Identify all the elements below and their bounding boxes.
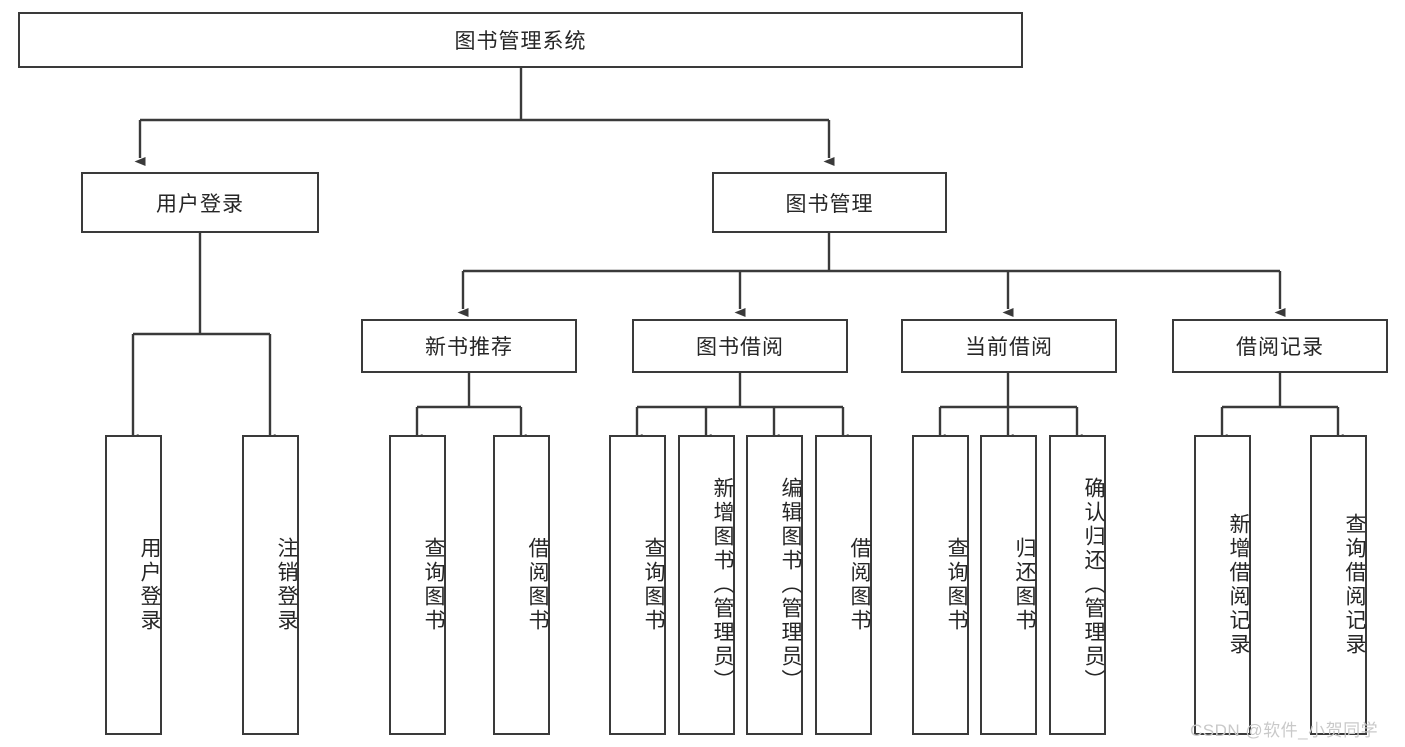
node-new-book-recommend-label: 新书推荐 (425, 336, 513, 359)
leaf-label: 查询图书 (945, 537, 968, 633)
leaf-label: 查询借阅记录 (1343, 513, 1366, 657)
node-user-login[interactable]: 用户登录 (81, 172, 319, 233)
leaf-book-borrow-1[interactable]: 新增图书（管理员） (678, 435, 735, 735)
leaf-label: 查询图书 (422, 537, 445, 633)
node-book-manage-label: 图书管理 (785, 192, 874, 216)
leaf-user-login-0[interactable]: 用户登录 (105, 435, 162, 735)
leaf-label: 注销登录 (275, 537, 298, 633)
leaf-label: 借阅图书 (848, 537, 871, 633)
leaf-book-borrow-3[interactable]: 借阅图书 (815, 435, 872, 735)
node-new-book-recommend[interactable]: 新书推荐 (361, 319, 577, 373)
leaf-label: 查询图书 (642, 537, 665, 633)
watermark-text: CSDN @软件_小贺同学 (1190, 721, 1379, 740)
node-root-label: 图书管理系统 (454, 30, 587, 53)
leaf-label: 新增借阅记录 (1227, 513, 1250, 657)
leaf-label: 确认归还（管理员） (1082, 477, 1105, 693)
leaf-borrow-record-0[interactable]: 新增借阅记录 (1194, 435, 1251, 735)
leaf-new-book-0[interactable]: 查询图书 (389, 435, 446, 735)
leaf-user-login-1[interactable]: 注销登录 (242, 435, 299, 735)
leaf-current-borrow-2[interactable]: 确认归还（管理员） (1049, 435, 1106, 735)
leaf-label: 借阅图书 (526, 537, 549, 633)
node-current-borrow-label: 当前借阅 (965, 336, 1053, 359)
node-book-borrow-label: 图书借阅 (696, 336, 784, 359)
leaf-label: 编辑图书（管理员） (779, 477, 802, 693)
leaf-current-borrow-0[interactable]: 查询图书 (912, 435, 969, 735)
leaf-label: 归还图书 (1013, 537, 1036, 633)
node-borrow-record-label: 借阅记录 (1236, 336, 1324, 359)
leaf-label: 新增图书（管理员） (711, 477, 734, 693)
node-book-manage[interactable]: 图书管理 (712, 172, 947, 233)
leaf-book-borrow-2[interactable]: 编辑图书（管理员） (746, 435, 803, 735)
leaf-borrow-record-1[interactable]: 查询借阅记录 (1310, 435, 1367, 735)
leaf-current-borrow-1[interactable]: 归还图书 (980, 435, 1037, 735)
node-user-login-label: 用户登录 (156, 192, 244, 216)
leaf-label: 用户登录 (138, 537, 161, 633)
node-root-system[interactable]: 图书管理系统 (18, 12, 1023, 68)
node-borrow-record[interactable]: 借阅记录 (1172, 319, 1388, 373)
node-current-borrow[interactable]: 当前借阅 (901, 319, 1117, 373)
leaf-book-borrow-0[interactable]: 查询图书 (609, 435, 666, 735)
leaf-new-book-1[interactable]: 借阅图书 (493, 435, 550, 735)
node-book-borrow[interactable]: 图书借阅 (632, 319, 848, 373)
